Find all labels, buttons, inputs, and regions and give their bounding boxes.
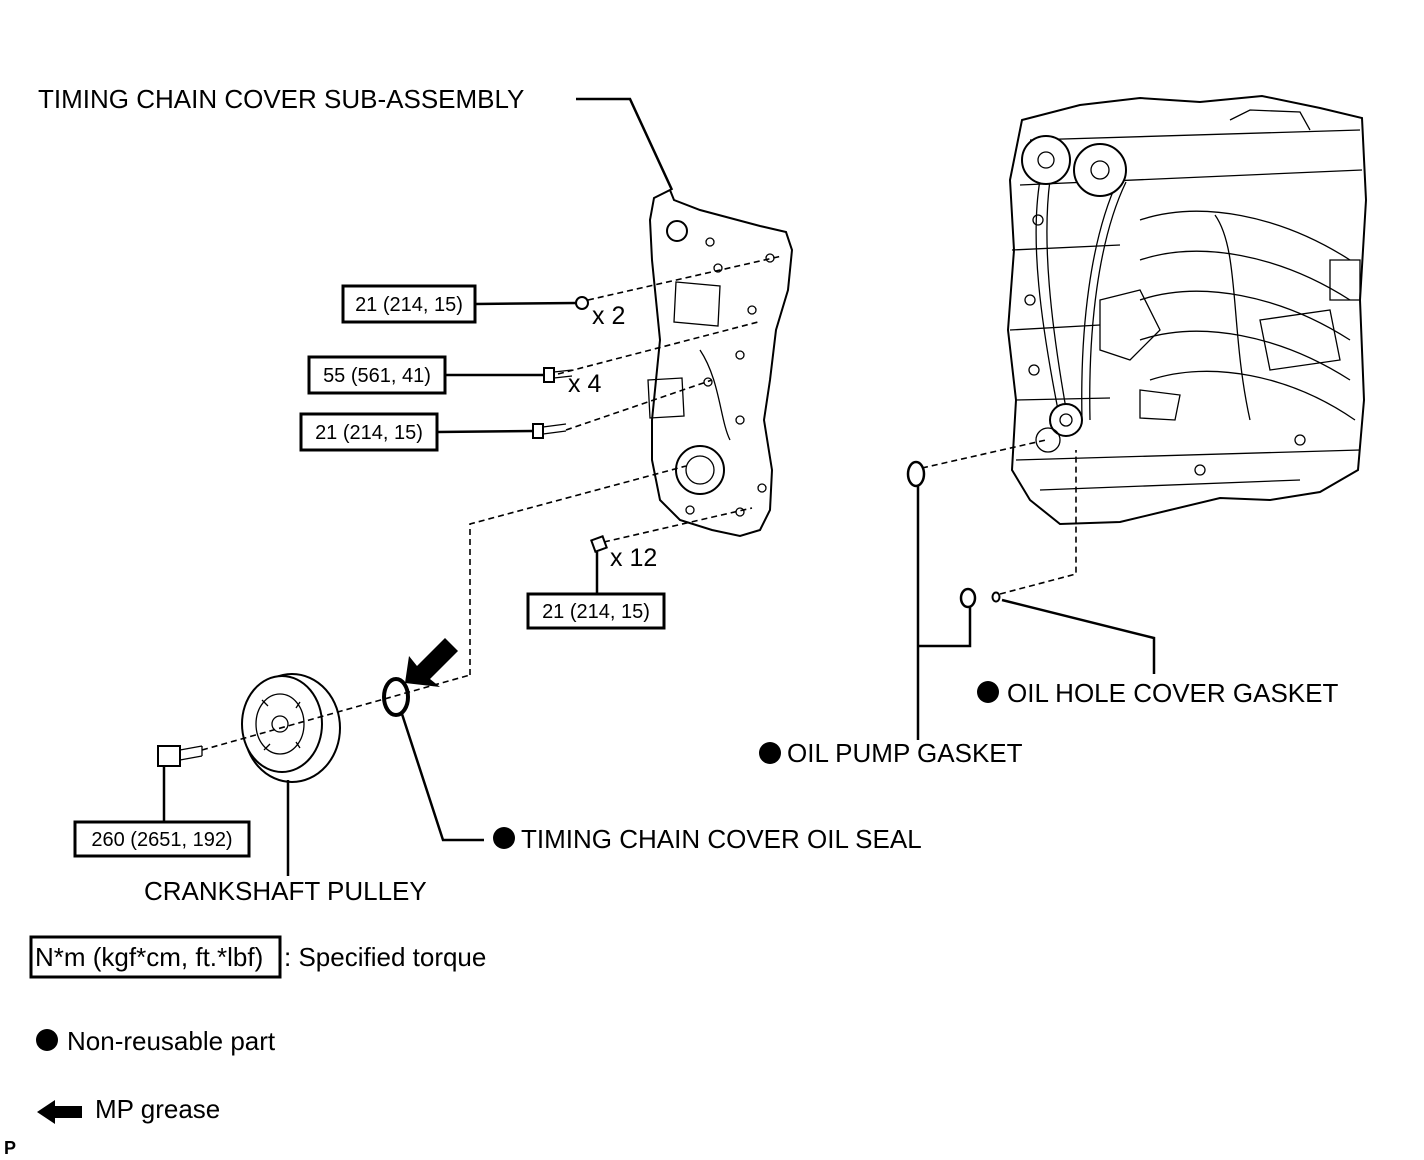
label-crankshaft-pulley: CRANKSHAFT PULLEY — [144, 876, 427, 906]
torque-value-1: 21 (214, 15) — [355, 294, 463, 316]
nonreusable-bullet-icon — [759, 742, 781, 764]
torque-value-4: 21 (214, 15) — [542, 601, 650, 623]
legend-grease: MP grease — [95, 1094, 220, 1124]
torque-box-2: 55 (561, 41) — [307, 355, 447, 395]
torque-box-1: 21 (214, 15) — [341, 284, 477, 324]
torque-box-5: 260 (2651, 192) — [73, 820, 251, 858]
label-oil-hole-cover-gasket: OIL HOLE COVER GASKET — [1007, 678, 1338, 708]
crankshaft-pulley-illustration — [241, 673, 341, 783]
mp-grease-legend-arrow-icon — [37, 1100, 82, 1124]
bolt-x2-icon — [575, 296, 589, 310]
oil-pump-gasket-illustration — [906, 460, 926, 488]
oil-pump-gasket-small-illustration — [959, 587, 977, 609]
engine-block-illustration — [1006, 94, 1368, 526]
legend-nonreusable: Non-reusable part — [67, 1026, 276, 1056]
torque-box-3: 21 (214, 15) — [299, 412, 439, 452]
timing-chain-cover-illustration — [647, 188, 794, 538]
oil-seal-illustration — [382, 677, 410, 717]
nonreusable-bullet-icon — [493, 827, 515, 849]
bolt-x12-icon — [590, 535, 608, 553]
torque-value-3: 21 (214, 15) — [315, 422, 423, 444]
bolt-21-icon — [532, 423, 567, 439]
torque-value-5: 260 (2651, 192) — [91, 829, 232, 851]
legend: N*m (kgf*cm, ft.*lbf) : Specified torque… — [29, 935, 486, 1124]
torque-box-4: 21 (214, 15) — [526, 592, 666, 630]
legend-torque-description: : Specified torque — [284, 942, 486, 972]
alignment-lines — [201, 255, 1077, 751]
corner-code: P — [4, 1138, 16, 1158]
quantity-x12: x 12 — [610, 544, 657, 572]
nonreusable-bullet-icon — [977, 681, 999, 703]
quantity-x2: x 2 — [592, 302, 625, 330]
legend-torque-units: N*m (kgf*cm, ft.*lbf) — [35, 942, 263, 972]
mp-grease-arrow-icon — [405, 638, 458, 687]
oil-hole-cover-gasket-illustration — [991, 591, 1001, 603]
torque-value-2: 55 (561, 41) — [323, 365, 431, 387]
quantity-x4: x 4 — [568, 370, 601, 398]
label-oil-pump-gasket: OIL PUMP GASKET — [787, 738, 1023, 768]
label-timing-chain-cover-oil-seal: TIMING CHAIN COVER OIL SEAL — [521, 824, 922, 854]
leader-lines — [162, 97, 1156, 876]
legend-torque-box — [29, 935, 282, 979]
label-timing-chain-cover: TIMING CHAIN COVER SUB-ASSEMBLY — [38, 84, 524, 114]
nonreusable-bullet-icon — [36, 1029, 58, 1051]
crankshaft-bolt-icon — [157, 745, 203, 767]
